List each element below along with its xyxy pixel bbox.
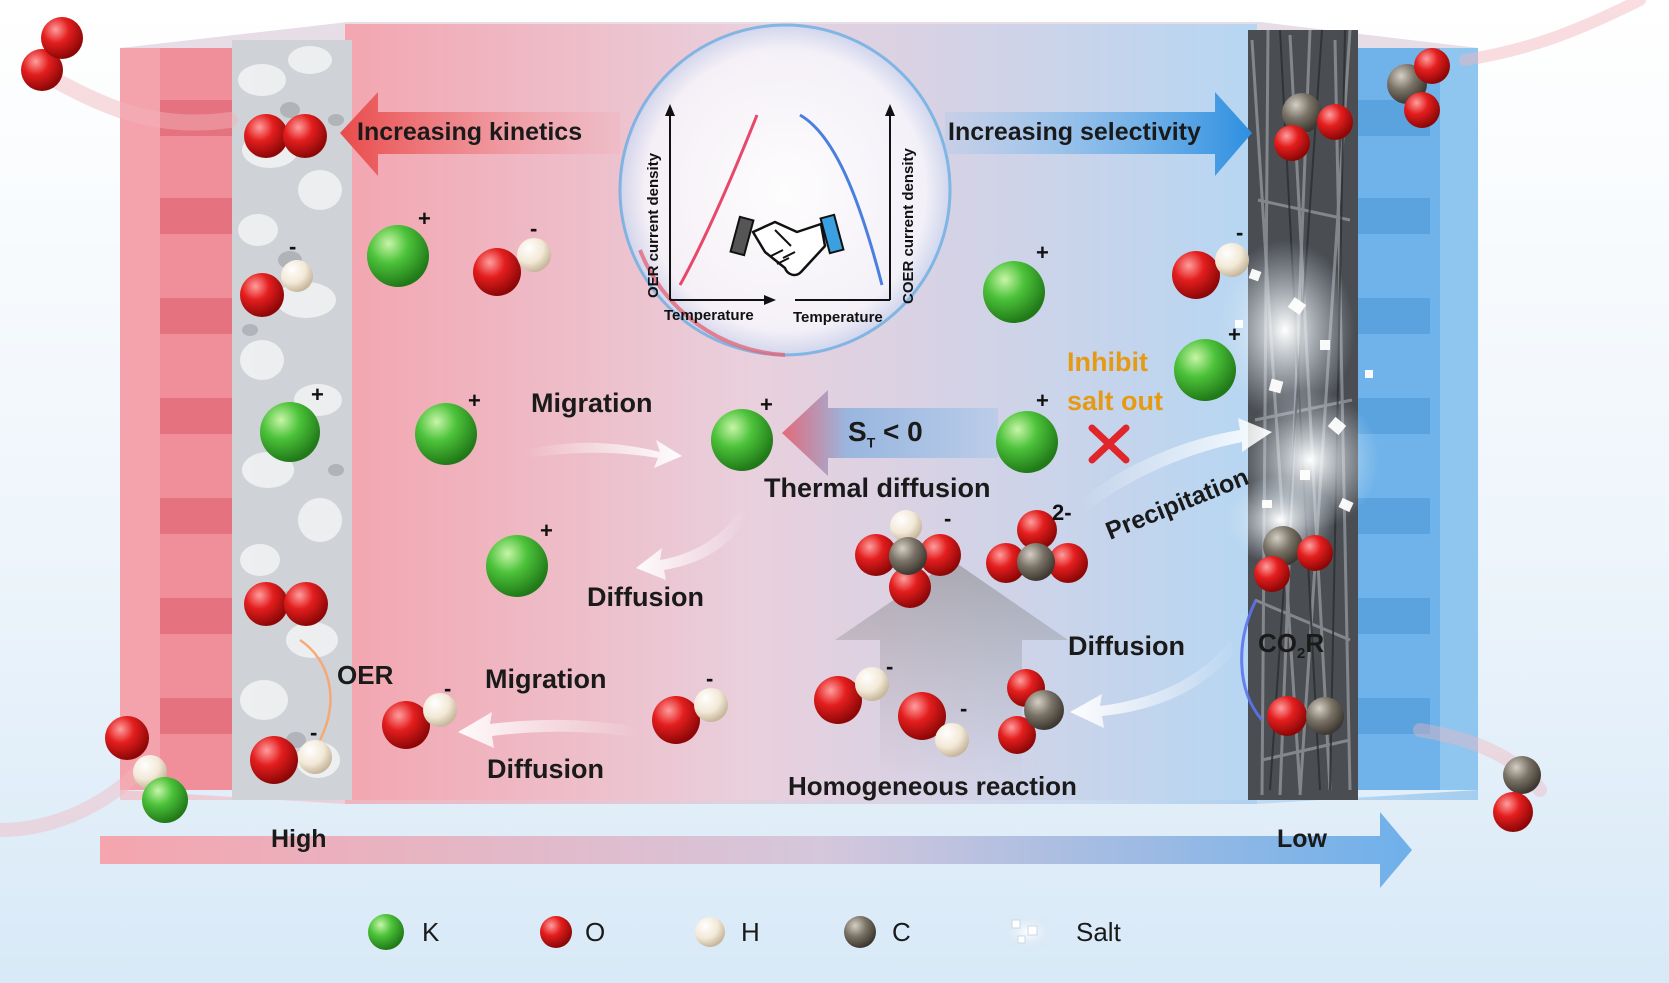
inset-left-ylabel: OER current density	[645, 152, 662, 298]
cold-plate	[1352, 48, 1478, 790]
legend-h-label: H	[741, 917, 760, 947]
coer-curve	[799, 113, 884, 286]
legend-h-swatch	[695, 917, 725, 947]
diffusion-bottom-label: Diffusion	[487, 754, 604, 784]
high-label: High	[271, 825, 327, 853]
co2r-label: CO2R	[1258, 628, 1324, 662]
charge-minus: -	[310, 720, 318, 745]
soret-symbol: S	[848, 416, 867, 447]
co2r-r: R	[1305, 628, 1325, 658]
selectivity-arrow	[945, 92, 1252, 176]
inhibit-label-line1: Inhibit	[1067, 347, 1148, 377]
charge-plus: +	[540, 518, 553, 543]
homogeneous-reaction-label: Homogeneous reaction	[788, 771, 1077, 801]
inset-right-xlabel: Temperature	[793, 309, 883, 326]
gas-streak-bottom-left	[0, 763, 147, 837]
diffusion-arrow-right	[1070, 640, 1238, 728]
inset-right-ylabel: COER current density	[900, 147, 917, 304]
oer-label: OER	[337, 660, 394, 690]
increasing-kinetics-label: Increasing kinetics	[357, 118, 583, 146]
inhibit-label-line2: salt out	[1067, 386, 1164, 416]
charge-minus: -	[960, 696, 968, 721]
charge-plus: +	[418, 206, 431, 231]
charge-plus: +	[1036, 240, 1049, 265]
charge-minus: -	[444, 676, 452, 701]
soret-subscript: T	[866, 434, 876, 451]
diffusion-arrow-mid	[636, 510, 748, 580]
legend-k-swatch	[368, 914, 404, 950]
legend-salt-label: Salt	[1076, 917, 1121, 947]
salt-crystals	[1215, 240, 1380, 565]
charge-minus: -	[706, 666, 714, 691]
migration-top-label: Migration	[531, 388, 653, 418]
soret-label: ST < 0	[848, 416, 923, 451]
migration-bottom-label: Migration	[485, 664, 607, 694]
charge-plus: +	[760, 392, 773, 417]
soret-inequality: < 0	[875, 416, 923, 447]
temperature-gradient-arrow	[100, 812, 1412, 888]
legend-o-label: O	[585, 917, 606, 947]
diffusion-arrow-bottom	[458, 712, 640, 748]
thermal-diffusion-arrow	[782, 390, 998, 476]
gas-streak-top-left	[47, 72, 238, 131]
legend-c-label: C	[892, 917, 911, 947]
low-label: Low	[1277, 825, 1327, 853]
charge-plus: +	[311, 382, 324, 407]
precipitation-arrow	[1080, 418, 1272, 510]
charge-minus: -	[289, 234, 297, 259]
cross-icon	[1088, 424, 1130, 464]
oer-spark	[299, 638, 332, 741]
charge-minus: -	[944, 506, 952, 531]
charge-minus: -	[1236, 220, 1244, 245]
co2r-co: CO	[1258, 628, 1297, 658]
molecules	[21, 17, 1541, 832]
charge-2minus: 2-	[1052, 500, 1072, 525]
legend-o-swatch	[540, 916, 572, 948]
inset-bubble	[618, 23, 952, 357]
legend-k-label: K	[422, 917, 440, 947]
oer-curve	[678, 114, 759, 286]
hot-plate	[120, 48, 238, 790]
diffusion-mid-label: Diffusion	[587, 582, 704, 612]
increasing-selectivity-label: Increasing selectivity	[948, 118, 1201, 146]
legend-c-swatch	[844, 916, 876, 948]
co2r-spark	[1240, 599, 1264, 721]
box-bottom-face	[120, 790, 1478, 804]
handshake-icon	[729, 213, 845, 277]
co2r-subscript: 2	[1297, 645, 1306, 663]
legend-swatches	[368, 912, 1058, 952]
charge-minus: -	[530, 216, 538, 241]
kinetics-arrow	[340, 92, 620, 176]
inset-left-xlabel: Temperature	[664, 307, 754, 324]
diffusion-right-label: Diffusion	[1068, 631, 1185, 661]
charge-plus: +	[1036, 388, 1049, 413]
gas-streak-top-right	[1459, 0, 1646, 66]
charge-plus: +	[468, 388, 481, 413]
migration-arrow-top	[525, 440, 682, 468]
legend: K O H C Salt	[360, 902, 1180, 962]
charge-minus: -	[886, 654, 894, 679]
thermal-diffusion-label: Thermal diffusion	[764, 473, 991, 503]
charge-plus: +	[1228, 322, 1241, 347]
